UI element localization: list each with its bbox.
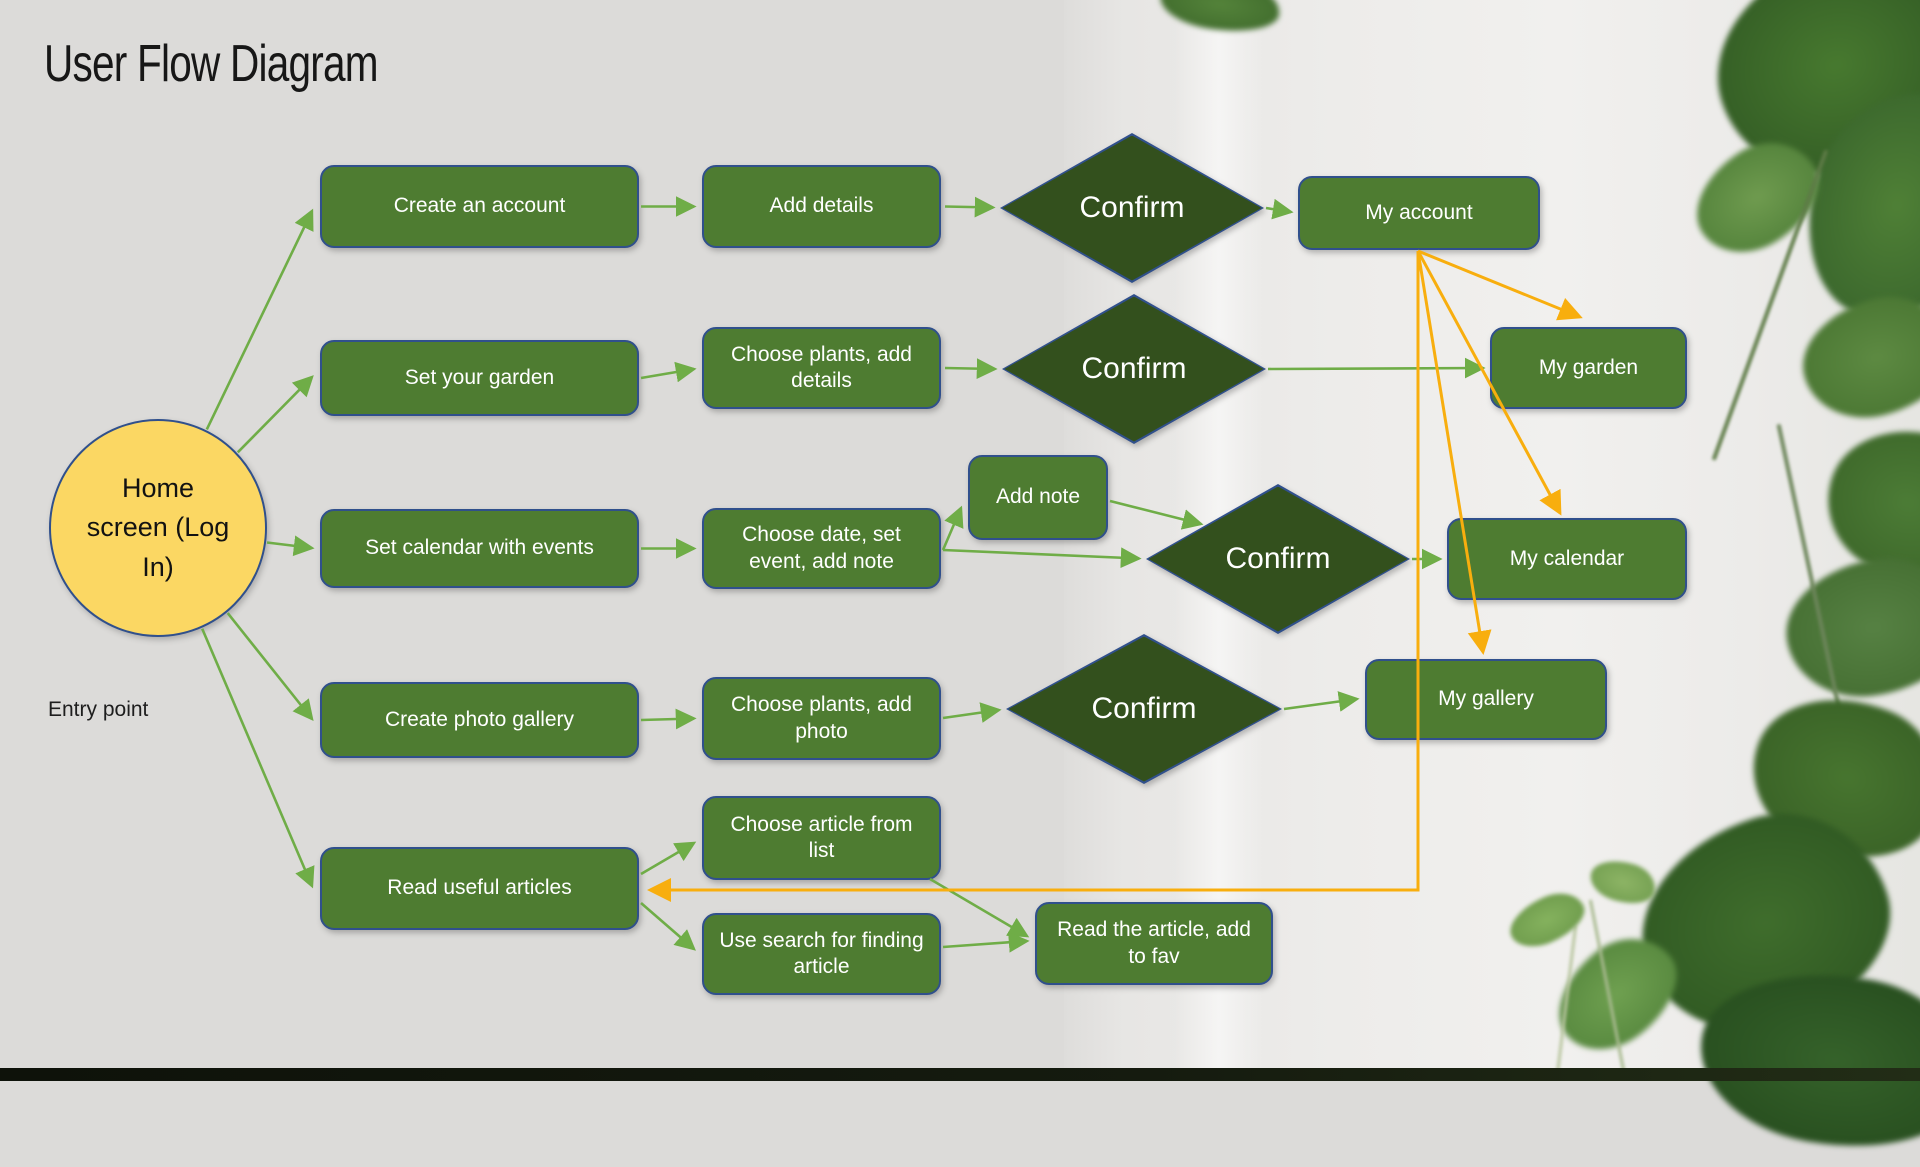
- page-title: User Flow Diagram: [44, 35, 379, 93]
- node-label: Use search for finding article: [719, 928, 924, 978]
- node-choose-plants-add-photo[interactable]: Choose plants, add photo: [702, 677, 941, 760]
- entry-point-label: Entry point: [48, 698, 149, 721]
- node-label: Set calendar with events: [365, 536, 594, 560]
- node-add-details[interactable]: Add details: [702, 165, 941, 248]
- node-label: Create photo gallery: [384, 707, 575, 731]
- node-label: Add note: [995, 485, 1081, 509]
- node-confirm-garden[interactable]: Confirm: [1002, 294, 1266, 444]
- node-my-garden[interactable]: My garden: [1490, 327, 1687, 409]
- node-read-useful-articles[interactable]: Read useful articles: [320, 847, 639, 930]
- node-label: Confirm: [1091, 692, 1197, 725]
- node-label: Set your garden: [404, 365, 555, 389]
- node-label: Read useful articles: [387, 876, 572, 900]
- node-label: Home screen (Log In): [86, 473, 230, 582]
- node-label: Create an account: [393, 194, 566, 218]
- node-label: My gallery: [1438, 687, 1534, 711]
- node-set-your-garden[interactable]: Set your garden: [320, 340, 639, 416]
- node-label: My calendar: [1509, 546, 1625, 570]
- node-label: Choose date, set event, add note: [742, 523, 901, 573]
- node-home-screen[interactable]: Home screen (Log In): [49, 419, 267, 637]
- node-create-photo-gallery[interactable]: Create photo gallery: [320, 682, 639, 758]
- node-confirm-calendar[interactable]: Confirm: [1146, 484, 1410, 634]
- node-label: Read the article, add to fav: [1057, 918, 1251, 968]
- node-my-account[interactable]: My account: [1298, 176, 1540, 250]
- node-label: Confirm: [1225, 542, 1331, 575]
- node-my-calendar[interactable]: My calendar: [1447, 518, 1687, 600]
- node-label: Choose article from list: [730, 812, 913, 862]
- node-label: Confirm: [1081, 352, 1187, 385]
- node-label: Choose plants, add photo: [731, 693, 912, 743]
- node-use-search[interactable]: Use search for finding article: [702, 913, 941, 995]
- node-add-note[interactable]: Add note: [968, 455, 1108, 540]
- node-create-account[interactable]: Create an account: [320, 165, 639, 248]
- node-label: My garden: [1538, 355, 1639, 379]
- node-choose-article-from-list[interactable]: Choose article from list: [702, 796, 941, 880]
- node-confirm-account[interactable]: Confirm: [1000, 133, 1264, 283]
- node-confirm-gallery[interactable]: Confirm: [1006, 634, 1282, 784]
- shelf-edge: [0, 1068, 1920, 1081]
- node-label: Add details: [769, 194, 874, 218]
- node-read-article-add-fav[interactable]: Read the article, add to fav: [1035, 902, 1273, 985]
- node-choose-plants-add-details[interactable]: Choose plants, add details: [702, 327, 941, 409]
- node-choose-date-set-event[interactable]: Choose date, set event, add note: [702, 508, 941, 589]
- node-my-gallery[interactable]: My gallery: [1365, 659, 1607, 740]
- node-label: Choose plants, add details: [731, 342, 912, 392]
- node-set-calendar[interactable]: Set calendar with events: [320, 509, 639, 588]
- node-label: My account: [1365, 200, 1473, 224]
- node-label: Confirm: [1079, 191, 1185, 224]
